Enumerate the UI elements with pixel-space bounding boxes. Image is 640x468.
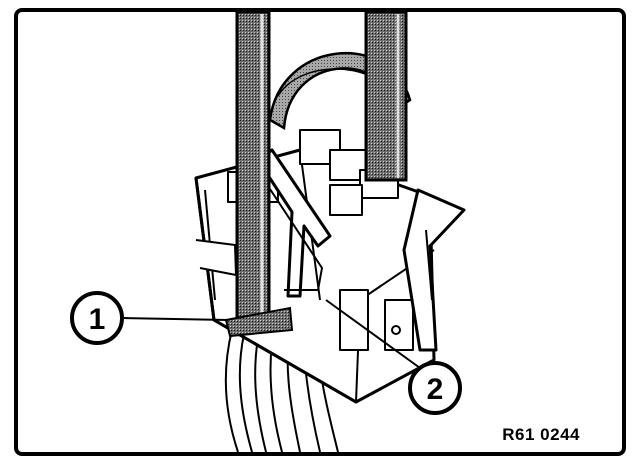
callout-1: 1 <box>70 291 229 345</box>
callout-1-label: 1 <box>89 303 106 336</box>
callout-2: 2 <box>325 299 462 415</box>
main-cable-right <box>364 10 408 182</box>
callout-2-label: 2 <box>427 373 444 406</box>
reference-code: R61 0244 <box>502 425 580 444</box>
main-cable-left <box>224 10 294 338</box>
